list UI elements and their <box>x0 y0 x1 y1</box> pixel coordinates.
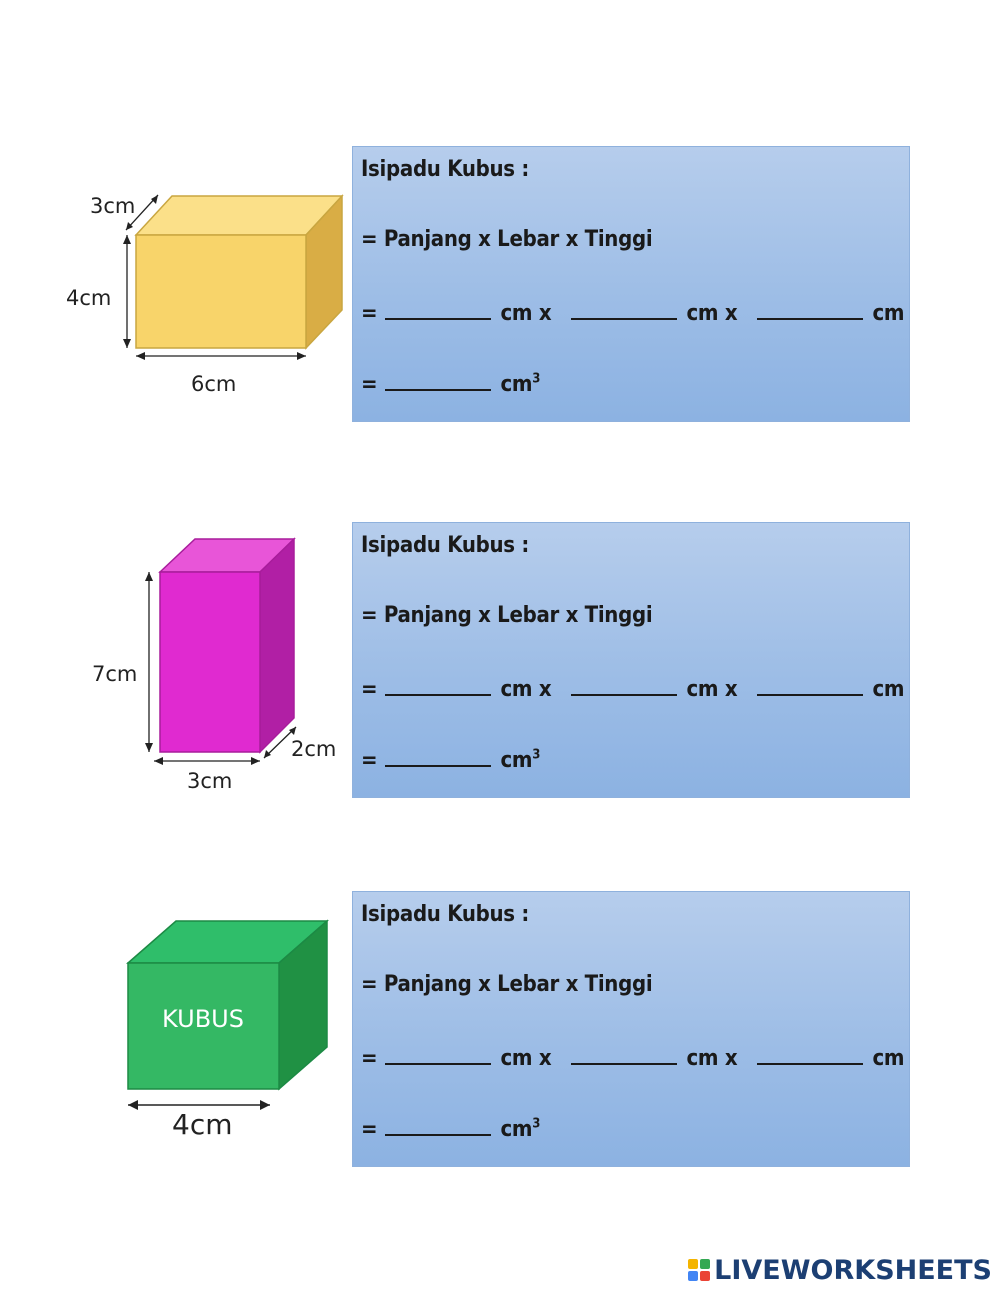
formula-text: = Panjang x Lebar x Tinggi <box>361 227 653 252</box>
dimensions-row: = cm x cm x cm <box>361 674 905 702</box>
height-label: 7cm <box>92 662 137 686</box>
height-blank[interactable] <box>756 1043 863 1065</box>
depth-label: 3cm <box>90 194 135 218</box>
volume-card: Isipadu Kubus : = Panjang x Lebar x Ting… <box>352 146 910 422</box>
liveworksheets-logo-icon <box>688 1259 711 1281</box>
arrowhead <box>126 222 133 230</box>
arrowhead <box>260 1100 270 1110</box>
card-title: Isipadu Kubus : <box>361 533 529 558</box>
arrowhead <box>297 352 306 360</box>
depth-arrow <box>263 726 297 759</box>
height-blank[interactable] <box>756 674 863 696</box>
width-blank[interactable] <box>570 1043 677 1065</box>
volume-blank[interactable] <box>384 1114 491 1136</box>
figure-magenta-cuboid: 7cm 2cm 3cm <box>0 530 350 800</box>
arrowhead <box>145 572 153 581</box>
figure-green-cube: KUBUS 4cm <box>0 910 350 1150</box>
depth-label: 2cm <box>291 737 336 761</box>
height-blank[interactable] <box>756 298 863 320</box>
volume-card: Isipadu Kubus : = Panjang x Lebar x Ting… <box>352 891 910 1167</box>
cube-front-face <box>127 962 280 1090</box>
length-blank[interactable] <box>384 298 491 320</box>
card-title: Isipadu Kubus : <box>361 902 529 927</box>
arrowhead <box>145 743 153 752</box>
brand-name: LIVEWORKSHEETS <box>714 1254 992 1286</box>
height-label: 4cm <box>66 286 111 310</box>
figure-yellow-cuboid: 3cm 4cm 6cm <box>0 180 350 410</box>
volume-blank[interactable] <box>384 745 491 767</box>
cuboid-front-face <box>135 234 307 349</box>
formula-text: = Panjang x Lebar x Tinggi <box>361 972 653 997</box>
liveworksheets-footer: LIVEWORKSHEETS <box>688 1253 992 1287</box>
card-title: Isipadu Kubus : <box>361 157 529 182</box>
width-label: 3cm <box>187 769 232 793</box>
arrowhead <box>289 727 296 735</box>
arrowhead <box>251 757 260 765</box>
volume-card: Isipadu Kubus : = Panjang x Lebar x Ting… <box>352 522 910 798</box>
result-row: = cm3 <box>361 1114 540 1142</box>
depth-arrow <box>125 194 159 231</box>
arrowhead <box>123 235 131 244</box>
width-label: 4cm <box>172 1108 232 1141</box>
arrowhead <box>151 195 158 204</box>
cube-name-label: KUBUS <box>162 1005 244 1033</box>
length-blank[interactable] <box>384 1043 491 1065</box>
cuboid-side-face <box>259 537 295 754</box>
result-row: = cm3 <box>361 369 540 397</box>
volume-blank[interactable] <box>384 369 491 391</box>
formula-text: = Panjang x Lebar x Tinggi <box>361 603 653 628</box>
arrowhead <box>123 339 131 348</box>
arrowhead <box>264 750 271 758</box>
arrowhead <box>154 757 163 765</box>
width-label: 6cm <box>191 372 236 396</box>
length-blank[interactable] <box>384 674 491 696</box>
result-row: = cm3 <box>361 745 540 773</box>
arrowhead <box>136 352 145 360</box>
dimensions-row: = cm x cm x cm <box>361 1043 905 1071</box>
dimensions-row: = cm x cm x cm <box>361 298 905 326</box>
width-blank[interactable] <box>570 674 677 696</box>
arrowhead <box>128 1100 138 1110</box>
width-blank[interactable] <box>570 298 677 320</box>
cuboid-front-face <box>159 571 261 753</box>
